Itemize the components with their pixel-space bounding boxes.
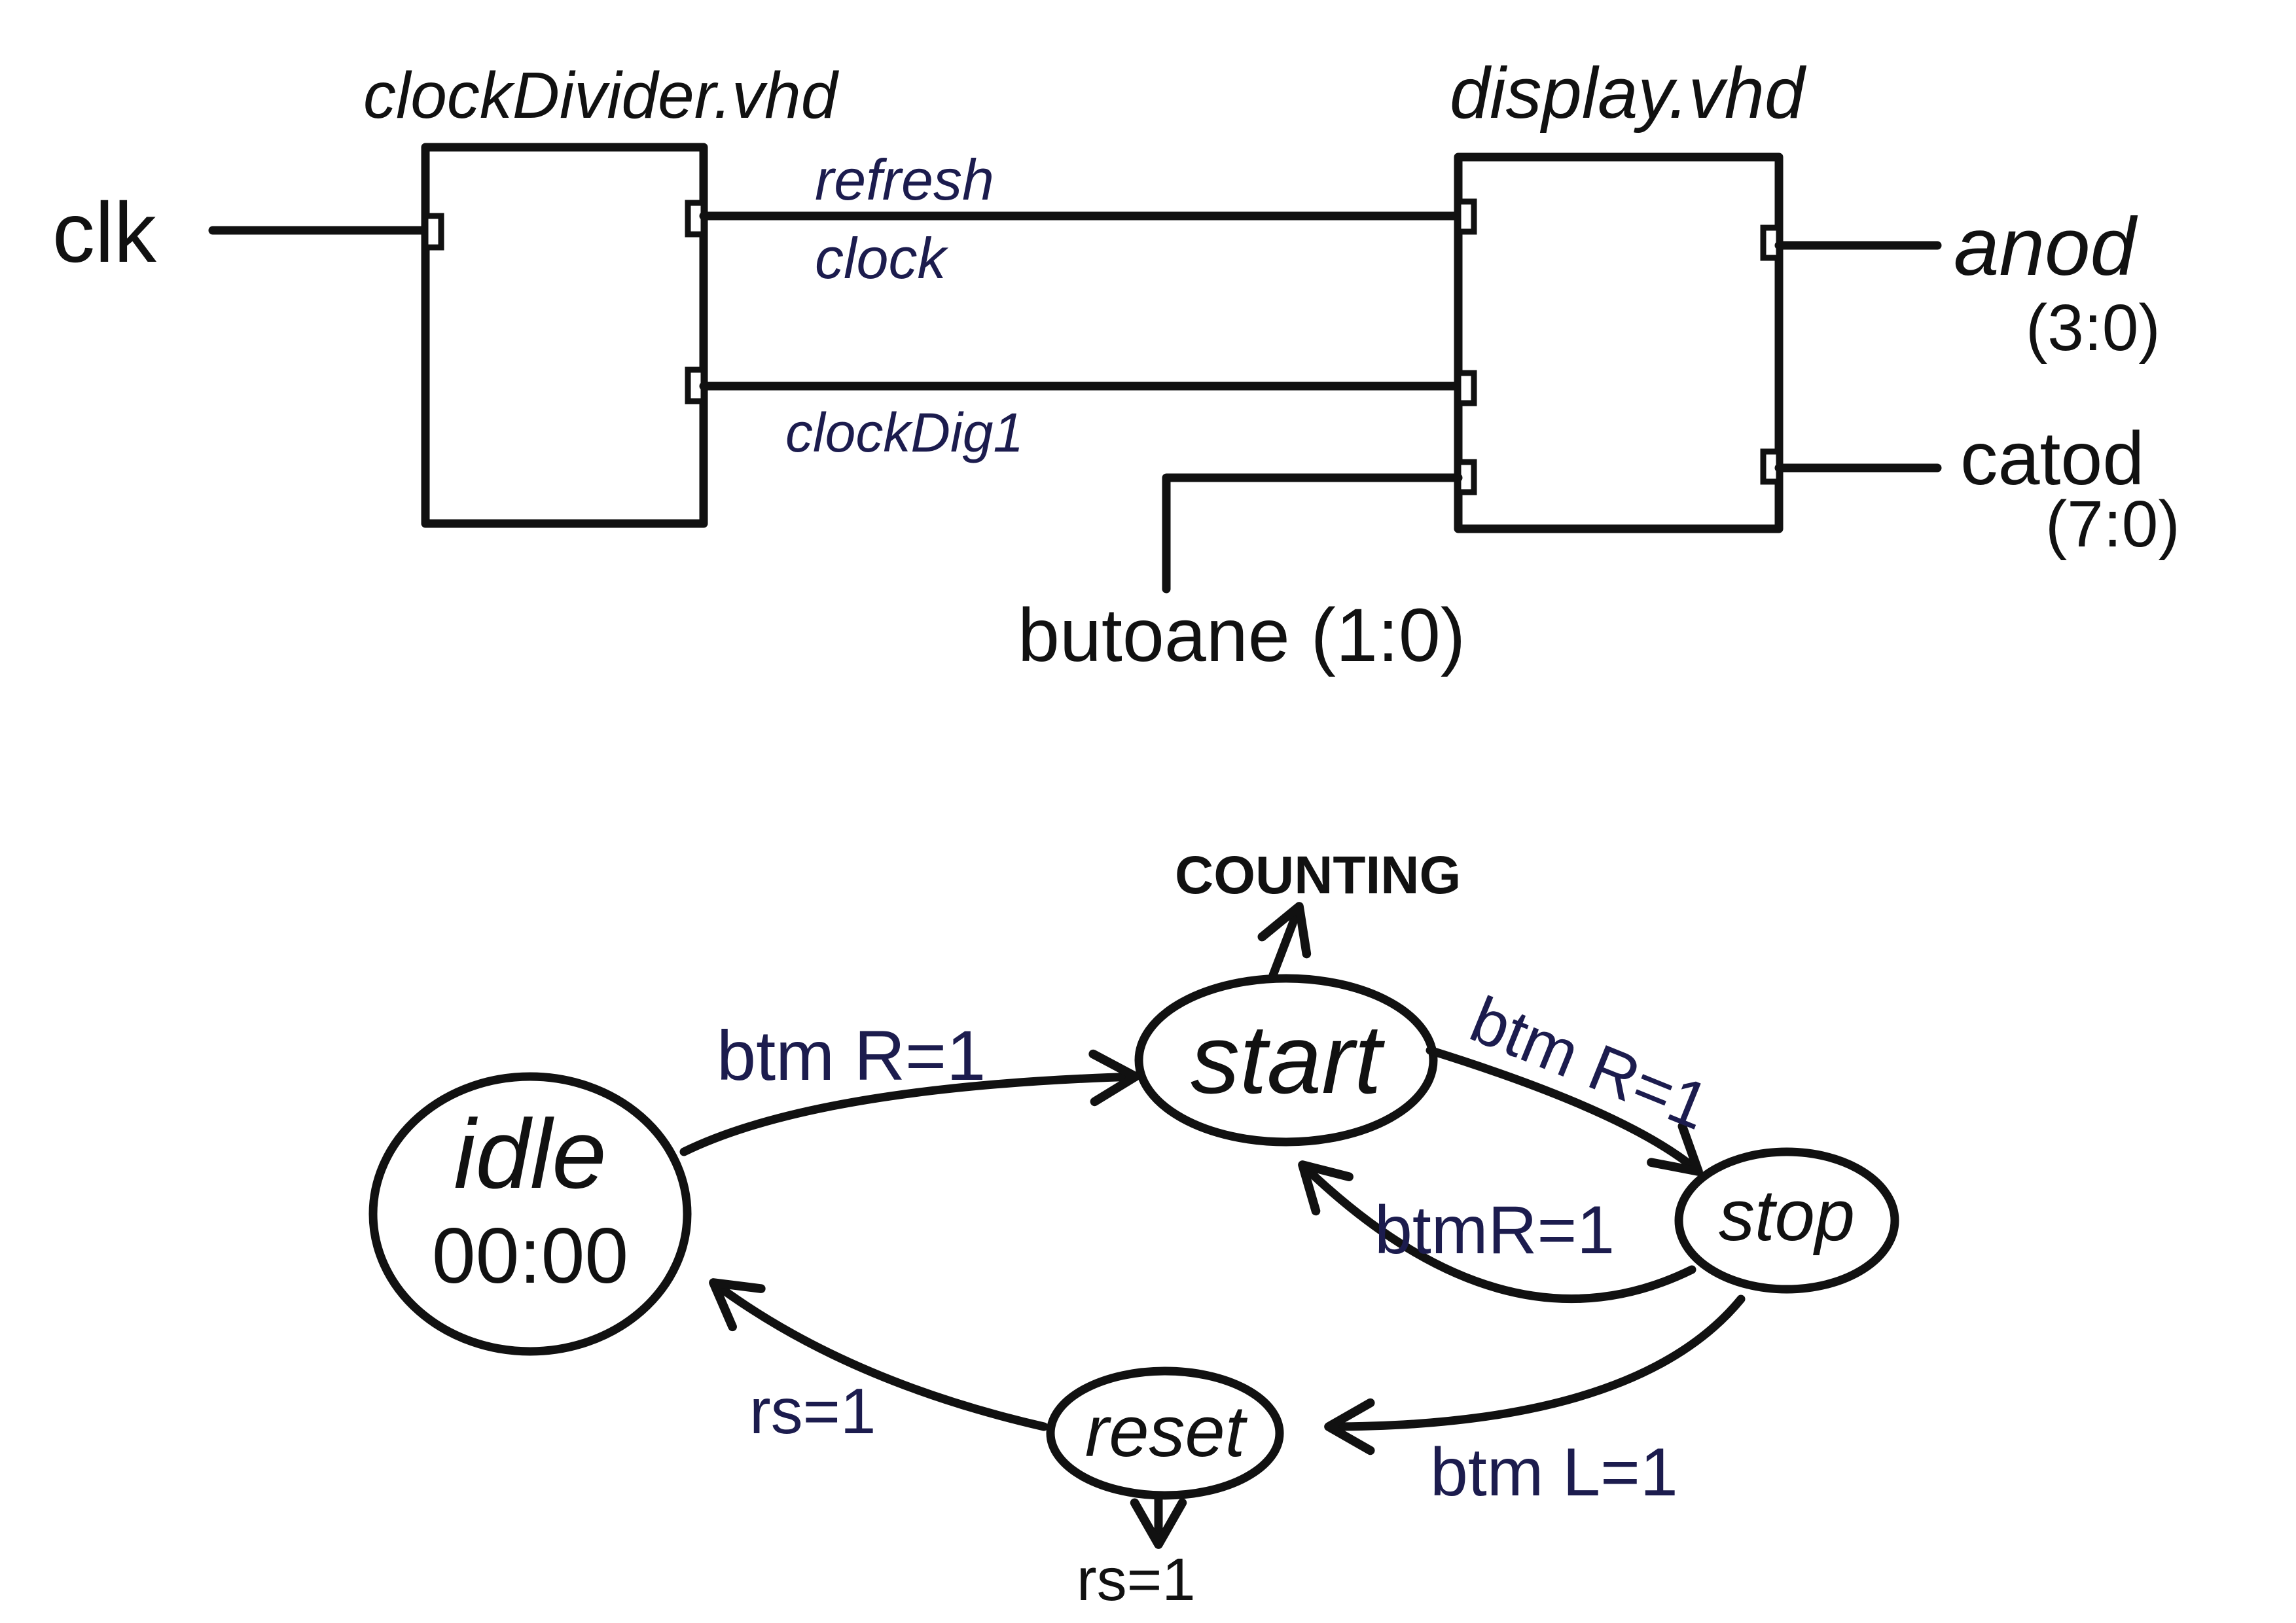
display-port-refresh xyxy=(1455,198,1477,235)
transition-stop-start xyxy=(1298,1160,1696,1303)
block-diagram: clk clockDivider.vhd refresh clock clock… xyxy=(52,53,2180,677)
transition-idle-start-label: btm R=1 xyxy=(717,1016,986,1095)
state-machine: COUNTING idle 00:00 start stop reset rs=… xyxy=(368,846,1899,1613)
anod-label: anod xyxy=(1954,202,2138,293)
clock-divider-title: clockDivider.vhd xyxy=(363,59,840,132)
state-idle-sublabel: 00:00 xyxy=(432,1212,628,1300)
clockdig-label: clockDig1 xyxy=(785,402,1024,463)
refresh-clock-label: clock xyxy=(815,226,948,291)
state-stop-circle xyxy=(1674,1147,1899,1294)
reset-output-label: rs=1 xyxy=(1077,1546,1196,1613)
butoane-label: butoane (1:0) xyxy=(1018,594,1465,677)
display-block: display.vhd xyxy=(1450,53,1807,533)
display-title: display.vhd xyxy=(1450,53,1807,134)
state-idle-circle xyxy=(368,1072,692,1356)
state-reset: reset xyxy=(1046,1366,1284,1500)
state-reset-circle xyxy=(1046,1366,1284,1500)
transition-idle-start xyxy=(679,1049,1140,1156)
refresh-label: refresh xyxy=(815,147,994,212)
state-reset-label: reset xyxy=(1085,1391,1248,1472)
clock-divider-box xyxy=(421,143,708,528)
counting-label: COUNTING xyxy=(1175,846,1461,905)
transition-start-stop xyxy=(1426,1046,1703,1176)
counting-arrow xyxy=(1257,902,1312,980)
catod-range-label: (7:0) xyxy=(2045,488,2180,561)
transition-stop-reset-label: btm L=1 xyxy=(1430,1435,1678,1510)
state-stop-label: stop xyxy=(1719,1175,1855,1256)
anod-range-label: (3:0) xyxy=(2026,291,2161,365)
transition-start-stop-label: btm R=1 xyxy=(1461,983,1719,1144)
display-box xyxy=(1454,152,1784,533)
display-port-clockdig xyxy=(1455,370,1477,406)
transition-stop-start-label: btmR=1 xyxy=(1374,1192,1615,1268)
clk-label: clk xyxy=(52,185,157,280)
state-idle: idle 00:00 xyxy=(368,1072,692,1356)
transition-reset-idle-label: rs=1 xyxy=(749,1375,876,1447)
butoane-wire xyxy=(1162,473,1463,594)
clock-divider-port-clk xyxy=(422,213,444,251)
transition-stop-reset xyxy=(1324,1294,1746,1455)
state-stop: stop xyxy=(1674,1147,1899,1294)
state-start-label: start xyxy=(1191,1004,1385,1114)
clock-divider-block: clockDivider.vhd xyxy=(363,59,840,528)
catod-label: catod xyxy=(1960,417,2144,501)
state-start: start xyxy=(1134,974,1438,1147)
state-idle-label: idle xyxy=(454,1099,607,1209)
transition-reset-idle xyxy=(709,1278,1049,1431)
